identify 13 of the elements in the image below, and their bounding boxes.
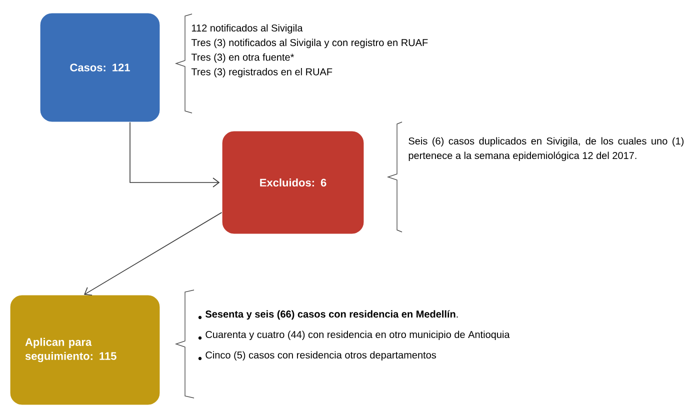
note-text: Tres (3) registrados en el RUAF [191,68,332,78]
bullet-item: Cinco (5) casos con residencia otros departamentos [206,351,436,361]
arrow [130,122,220,188]
bullet-item: Cuarenta y cuatro (44) con residencia en otro municipio de Antioquia [206,330,510,340]
process-box: Excluidos: 6 [222,130,364,234]
note-text: Seis (6) casos duplicados en Sivigila, de los cuales uno (1) pertenece a la semana epidemiológica 12 del 2017. [408,137,684,162]
note-text: 112 notificados al Sivigila [192,24,303,34]
process-box: Casos: 121 [40,12,160,122]
process-box: Aplican para seguimiento: 115 [10,294,160,406]
arrow [84,212,222,296]
bullet-item: Sesenta y seis (66) casos con residencia en Medellín. [205,310,458,320]
note-text: Tres (3) notificados al Sivigila y con registro en RUAF [191,38,428,48]
note-text: Tres (3) en otra fuente* [191,53,294,63]
